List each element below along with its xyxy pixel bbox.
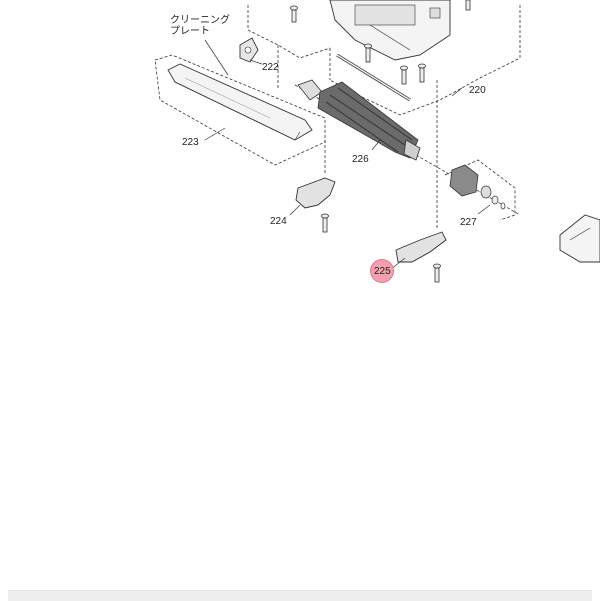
callout-line-2: プレート <box>170 26 210 37</box>
label-225: 225 <box>374 266 391 277</box>
label-223: 223 <box>182 137 199 148</box>
part-223-cleaning-plate <box>167 63 313 141</box>
label-220: 220 <box>469 85 486 96</box>
highlight-marker <box>370 259 394 283</box>
label-227: 227 <box>460 217 477 228</box>
part-225-end-cap <box>395 231 447 263</box>
callout-line-1: クリーニング <box>170 15 230 26</box>
part-227-bearing <box>449 164 506 210</box>
screws <box>290 0 471 283</box>
label-222: 222 <box>262 62 279 73</box>
label-226: 226 <box>352 154 369 165</box>
partial-part-right <box>559 214 600 263</box>
part-226-brush-roll <box>297 79 421 161</box>
leader-lines <box>204 39 491 271</box>
part-220-housing <box>329 0 451 61</box>
part-222-clip <box>239 37 259 63</box>
footer-bar <box>8 590 592 601</box>
callout-label: クリーニング プレート <box>170 15 230 37</box>
part-224-end-cap <box>295 177 336 209</box>
label-224: 224 <box>270 216 287 227</box>
